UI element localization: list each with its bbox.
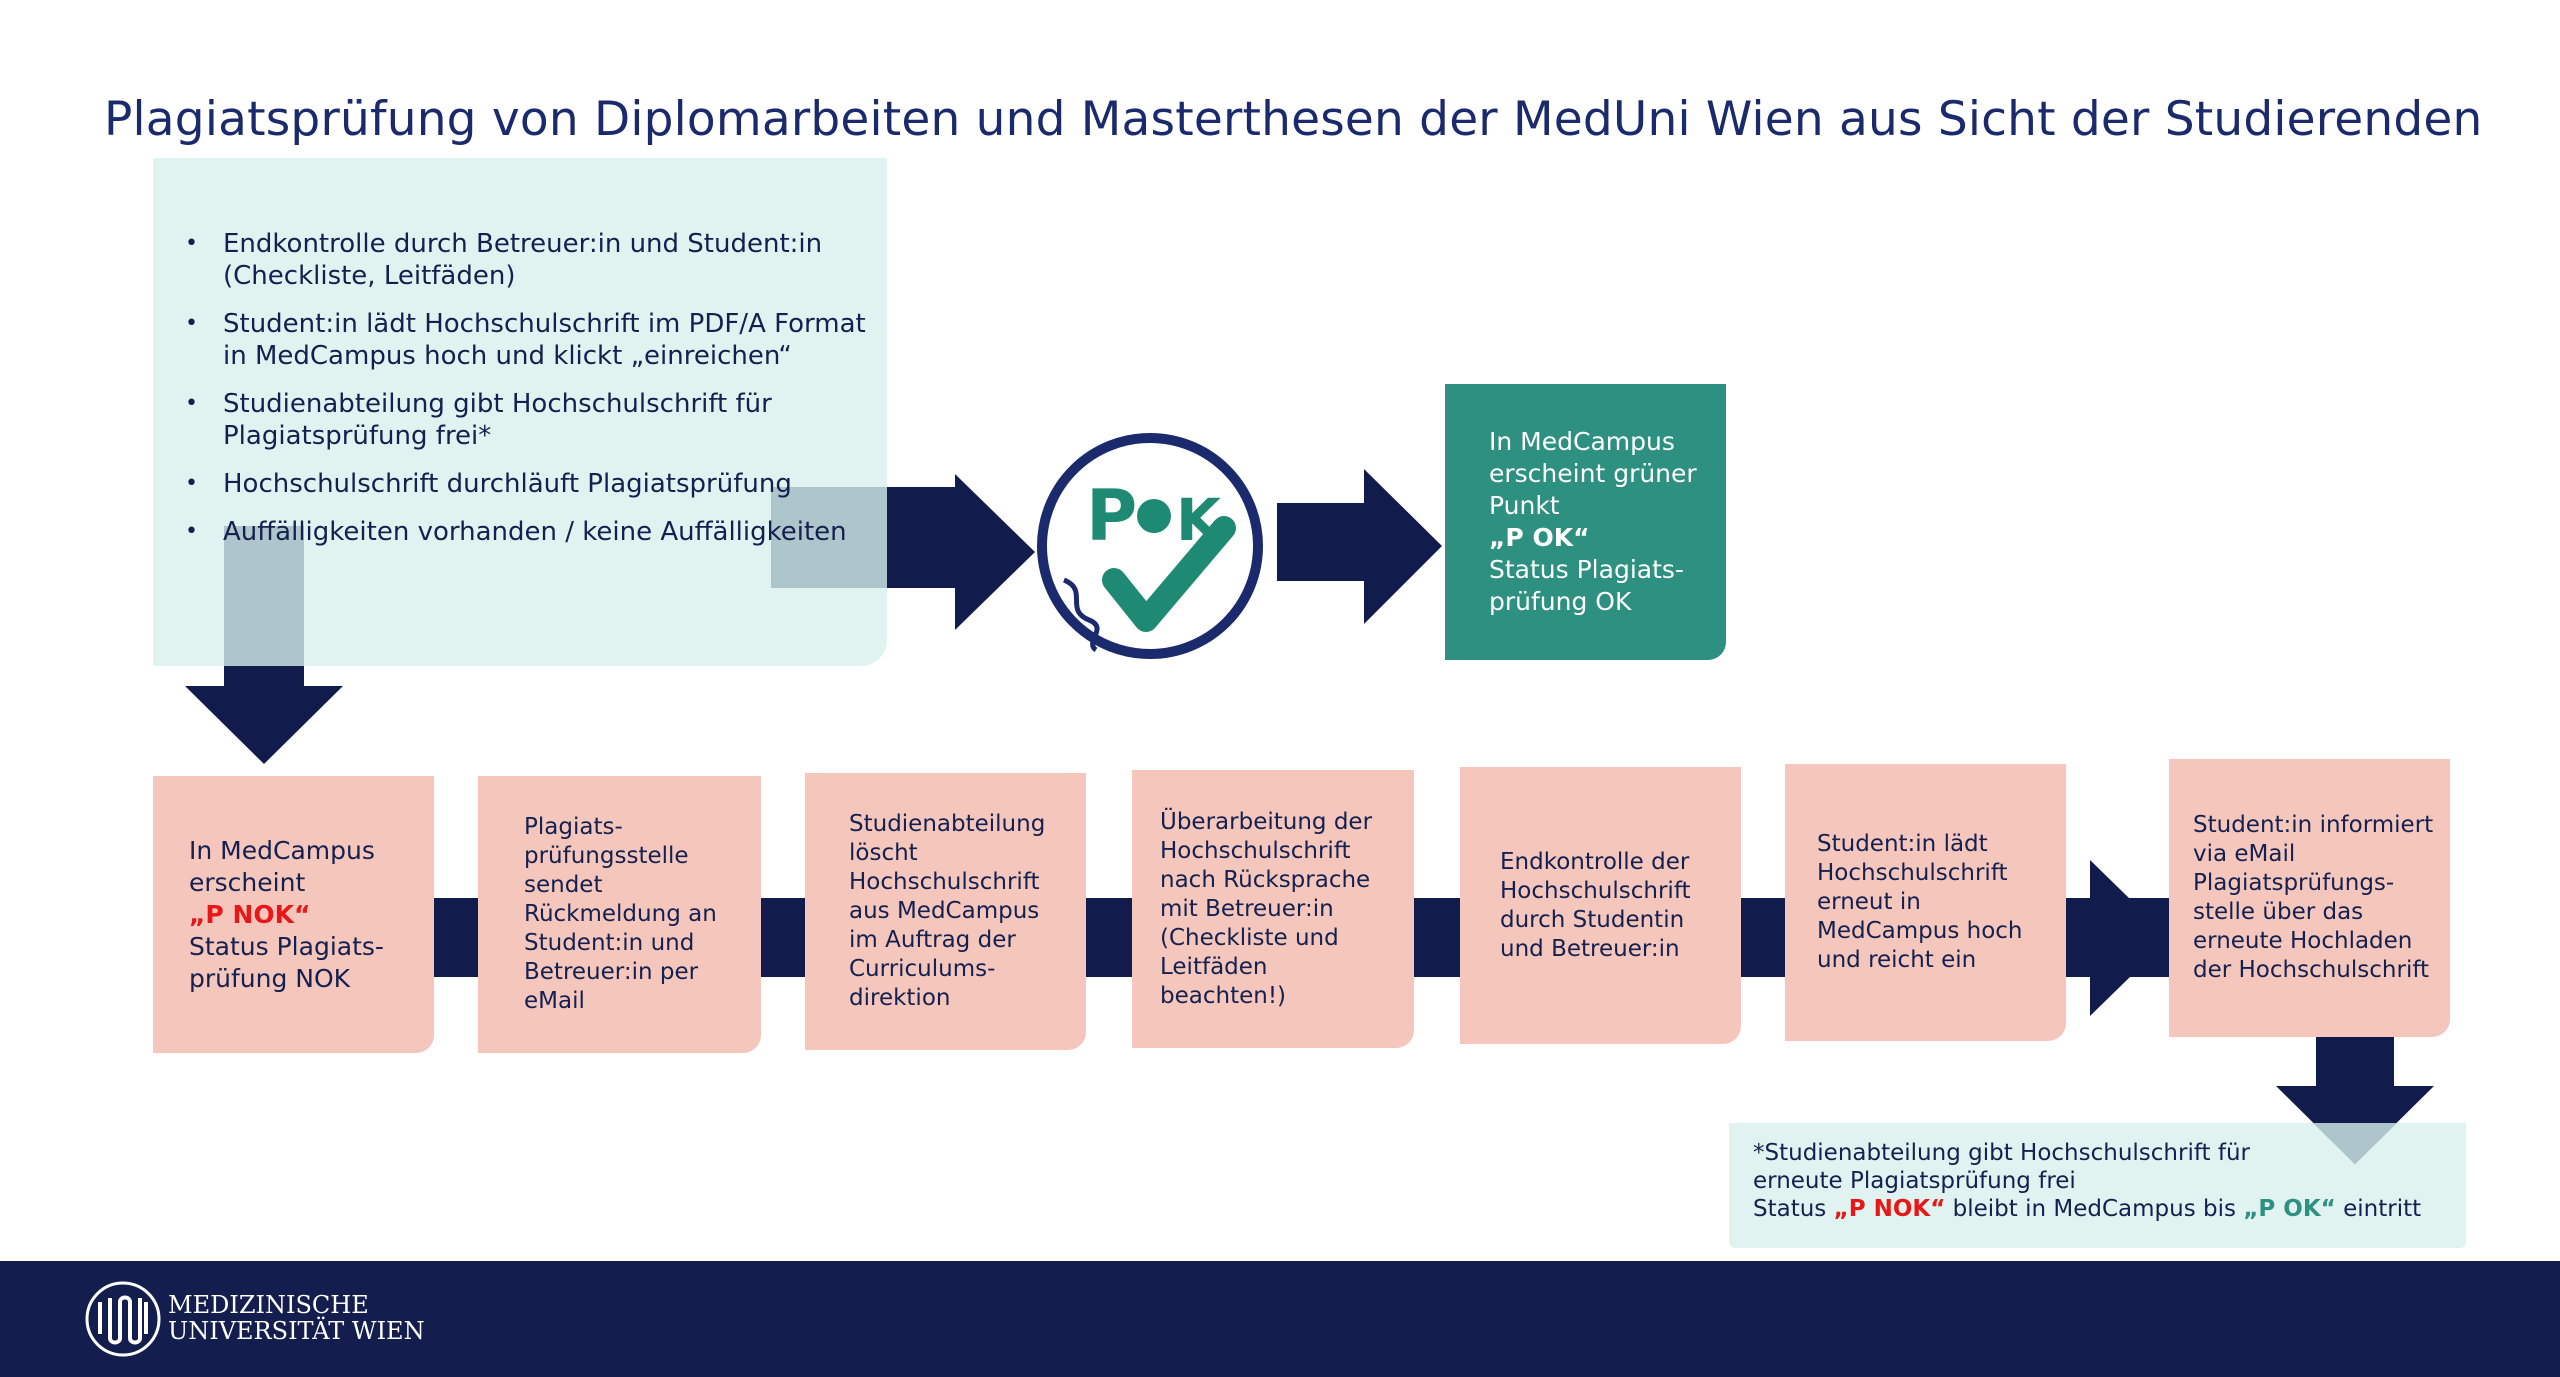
footer — [0, 1261, 2560, 1377]
down-arrow-icon — [2276, 1086, 2434, 1164]
note-line: *Studienabteilung gibt Hochschulschrift … — [1753, 1140, 2251, 1166]
svg-text:P: P — [1086, 475, 1137, 557]
nok-status: „P NOK“ — [189, 899, 311, 929]
note-status-line: Status „P NOK“ bleibt in MedCampus bis „… — [1753, 1195, 2442, 1223]
intro-step: Hochschulschrift durchläuft Plagiatsprüf… — [183, 468, 873, 500]
intro-step: Endkontrolle durch Betreuer:in und Stude… — [183, 228, 873, 292]
down-arrow-icon — [185, 686, 343, 764]
meduni-logo-text: MEDIZINISCHE UNIVERSITÄT WIEN — [168, 1292, 425, 1344]
logo-line: MEDIZINISCHE — [168, 1291, 369, 1319]
intro-step: Auffälligkeiten vorhanden / keine Auffäl… — [183, 516, 873, 548]
intro-step: Student:in lädt Hochschulschrift im PDF/… — [183, 308, 873, 372]
status-nok-box: In MedCampus erscheint „P NOK“ Status Pl… — [153, 776, 434, 1053]
intro-step: Studienabteilung gibt Hochschulschrift f… — [183, 388, 873, 452]
intro-steps-list: Endkontrolle durch Betreuer:in und Stude… — [183, 228, 873, 564]
process-step: Studienabteilung löscht Hochschulschrift… — [805, 773, 1086, 1050]
process-step: Plagiats-prüfungsstelle sendet Rückmeldu… — [478, 776, 761, 1053]
nok-text: In MedCampus erscheint — [189, 835, 375, 897]
right-arrow-icon — [1364, 469, 1442, 624]
ok-status: „P OK“ — [1489, 523, 1590, 552]
down-arrow-shaft — [2316, 1037, 2394, 1088]
down-arrow-shaft — [224, 666, 304, 688]
process-step: Student:in lädt Hochschulschrift erneut … — [1785, 764, 2066, 1041]
ok-text: In MedCampus erscheint grüner Punkt — [1489, 427, 1697, 520]
nok-status: „P NOK“ — [1833, 1196, 1946, 1222]
pok-logo-icon: P K — [1037, 433, 1263, 659]
process-step: Student:in informiert via eMail Plagiats… — [2169, 759, 2450, 1037]
process-step: Überarbeitung der Hochschulschrift nach … — [1132, 770, 1414, 1048]
note-text: bleibt in MedCampus bis — [1945, 1196, 2244, 1222]
ok-status: „P OK“ — [2243, 1196, 2336, 1222]
note-text: eintritt — [2335, 1196, 2422, 1222]
process-step: Endkontrolle der Hochschulschrift durch … — [1460, 767, 1741, 1044]
nok-text-2: Status Plagiats-prüfung NOK — [189, 931, 384, 993]
right-arrow-shaft — [887, 487, 957, 588]
note-text: Status — [1753, 1196, 1834, 1222]
logo-line: UNIVERSITÄT WIEN — [168, 1317, 425, 1345]
meduni-logo-icon — [85, 1281, 161, 1357]
ok-text-2: Status Plagiats-prüfung OK — [1489, 555, 1684, 616]
right-arrow-shaft — [1277, 503, 1367, 581]
down-arrow-shaft-overlap — [224, 526, 304, 666]
status-ok-box: In MedCampus erscheint grüner Punkt „P O… — [1445, 384, 1726, 660]
right-arrow-icon — [2090, 860, 2170, 1016]
right-arrow-icon — [955, 474, 1035, 630]
note-line: erneute Plagiatsprüfung frei — [1753, 1168, 2076, 1194]
page-title: Plagiatsprüfung von Diplomarbeiten und M… — [104, 92, 2483, 147]
